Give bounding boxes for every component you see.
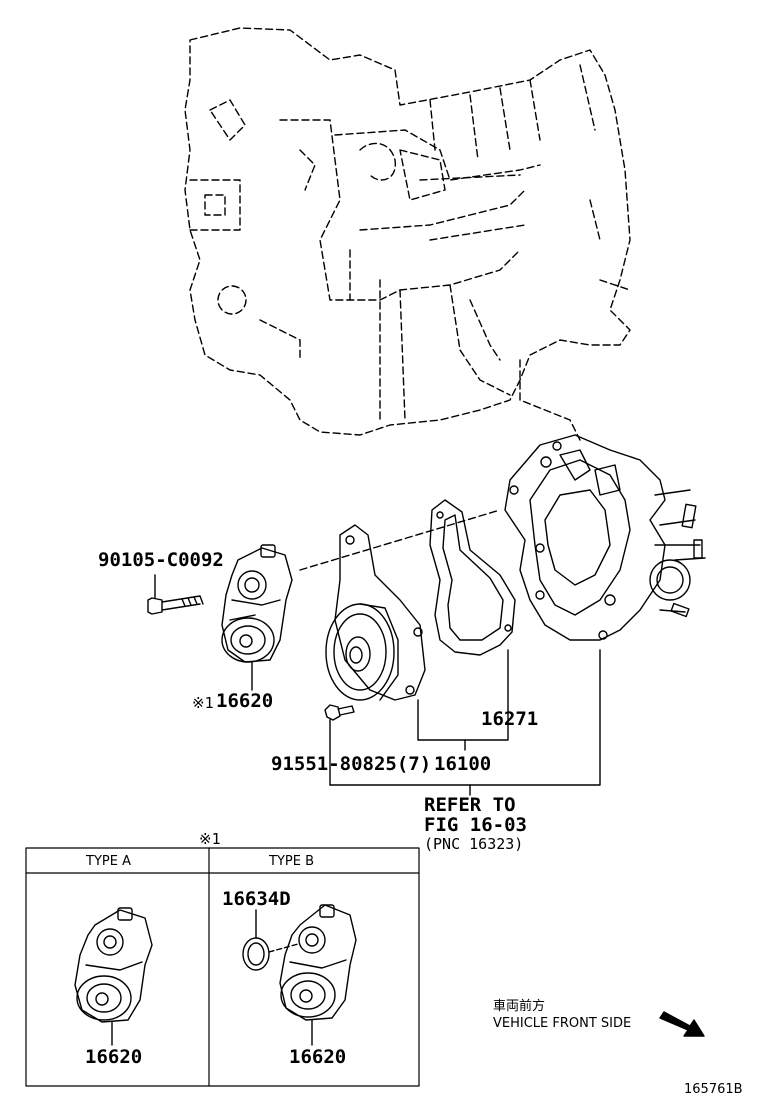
- bolt-90105-c0092: [147, 574, 204, 615]
- gasket-16271: [429, 499, 516, 656]
- water-pump-housing: [504, 434, 706, 641]
- engine-block-outline: [184, 27, 631, 436]
- bolt-91551-80825: [324, 704, 355, 786]
- type-b-tensioner: [242, 904, 357, 1046]
- type-a-part: 16620: [85, 1046, 143, 1068]
- water-pump-16100: [325, 524, 426, 701]
- leader-housing: [329, 649, 601, 786]
- callout-tensioner: 16620: [216, 690, 274, 712]
- table-marker: ※1: [199, 830, 221, 848]
- callout-bolt-tensioner: 90105-C0092: [98, 549, 224, 571]
- figure-id: 165761B: [684, 1082, 743, 1097]
- type-b-header: TYPE B: [269, 854, 314, 869]
- tensioner-16620: [221, 544, 293, 663]
- callout-gasket: 16271: [481, 708, 539, 730]
- variants-table-frame: [25, 847, 420, 1087]
- callout-asterisk-marker: ※1: [192, 694, 214, 712]
- direction-english: VEHICLE FRONT SIDE: [493, 1016, 632, 1031]
- type-b-part: 16620: [289, 1046, 347, 1068]
- type-a-tensioner: [74, 907, 153, 1046]
- refer-line-2: FIG 16-03: [424, 814, 527, 836]
- type-b-cap: 16634D: [222, 888, 291, 910]
- callout-bolt-pump: 91551-80825(7): [271, 753, 432, 775]
- refer-line-3: (PNC 16323): [424, 835, 524, 853]
- type-a-header: TYPE A: [86, 854, 131, 869]
- direction-japanese: 車両前方: [493, 999, 546, 1014]
- assembly-axis-dash: [299, 509, 501, 571]
- pump-leader-dash: [519, 359, 581, 441]
- refer-line-1: REFER TO: [424, 794, 516, 816]
- callout-water-pump: 16100: [434, 753, 492, 775]
- leader-gasket: [417, 649, 509, 741]
- arrow-down-right-icon: [659, 1011, 705, 1037]
